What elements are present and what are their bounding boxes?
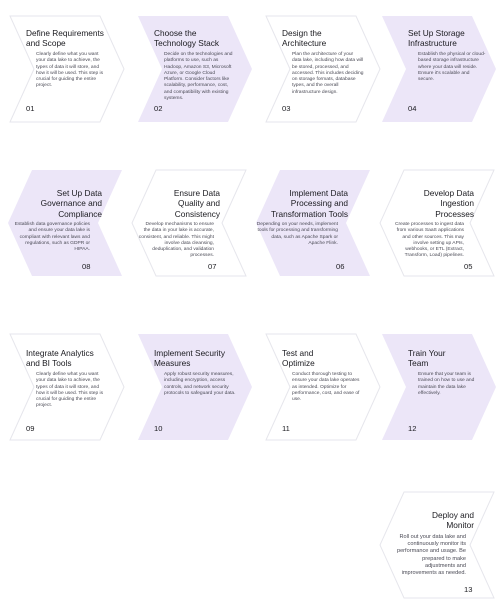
step-number: 10	[154, 424, 163, 433]
step-05: Develop Data Ingestion Processes Create …	[378, 168, 496, 278]
step-08: Set Up Data Governance and Compliance Es…	[6, 168, 124, 278]
step-number: 01	[26, 104, 35, 113]
step-title: Test and Optimize	[282, 348, 315, 369]
step-title: Integrate Analytics and BI Tools	[26, 348, 94, 369]
step-description: Clearly define what you want your data l…	[36, 372, 104, 409]
step-number: 13	[464, 585, 473, 594]
step-number: 05	[464, 262, 473, 271]
step-title: Set Up Data Governance and Compliance	[40, 188, 102, 219]
step-number: 09	[26, 424, 35, 433]
step-title: Develop Data Ingestion Processes	[423, 188, 474, 219]
step-description: Establish the physical or cloud-based st…	[418, 52, 486, 83]
step-number: 03	[282, 104, 291, 113]
step-title: Implement Data Processing and Transforma…	[270, 188, 348, 219]
step-description: Decide on the technologies and platforms…	[164, 52, 233, 102]
step-01: Define Requirements and Scope Clearly de…	[8, 14, 126, 124]
step-description: Depending on your needs, implement tools…	[256, 222, 338, 246]
step-number: 06	[336, 262, 345, 271]
step-13: Deploy and Monitor Roll out your data la…	[378, 490, 496, 600]
step-10: Implement Security Measures Apply robust…	[136, 332, 254, 442]
step-06: Implement Data Processing and Transforma…	[254, 168, 372, 278]
step-description: Develop mechanisms to ensure the data in…	[138, 222, 214, 259]
step-title: Choose the Technology Stack	[154, 28, 220, 49]
step-description: Clearly define what you want your data l…	[36, 52, 104, 89]
step-02: Choose the Technology Stack Decide on th…	[136, 14, 254, 124]
step-number: 12	[408, 424, 417, 433]
step-03: Design the Architecture Plan the archite…	[264, 14, 382, 124]
step-title: Deploy and Monitor	[432, 510, 474, 531]
step-title: Design the Architecture	[282, 28, 327, 49]
step-number: 11	[282, 424, 290, 433]
step-description: Roll out your data lake and continuously…	[396, 534, 466, 577]
step-title: Define Requirements and Scope	[26, 28, 104, 49]
step-07: Ensure Data Quality and Consistency Deve…	[130, 168, 248, 278]
step-description: Apply robust security measures, includin…	[164, 372, 236, 396]
step-description: Establish data governance policies and e…	[14, 222, 90, 253]
step-title: Implement Security Measures	[154, 348, 226, 369]
step-11: Test and Optimize Conduct thorough testi…	[264, 332, 382, 442]
step-description: Conduct thorough testing to ensure your …	[292, 372, 360, 403]
step-description: Plan the architecture of your data lake,…	[292, 52, 364, 95]
step-number: 02	[154, 104, 163, 113]
step-title: Set Up Storage Infrastructure	[408, 28, 465, 49]
step-description: Ensure that your team is trained on how …	[418, 372, 475, 396]
step-number: 08	[82, 262, 91, 271]
step-09: Integrate Analytics and BI Tools Clearly…	[8, 332, 126, 442]
step-number: 07	[208, 262, 217, 271]
step-04: Set Up Storage Infrastructure Establish …	[380, 14, 498, 124]
step-description: Create processes to ingest data from var…	[394, 222, 464, 259]
step-number: 04	[408, 104, 417, 113]
step-title: Train Your Team	[408, 348, 446, 369]
step-title: Ensure Data Quality and Consistency	[173, 188, 220, 219]
step-12: Train Your Team Ensure that your team is…	[380, 332, 498, 442]
